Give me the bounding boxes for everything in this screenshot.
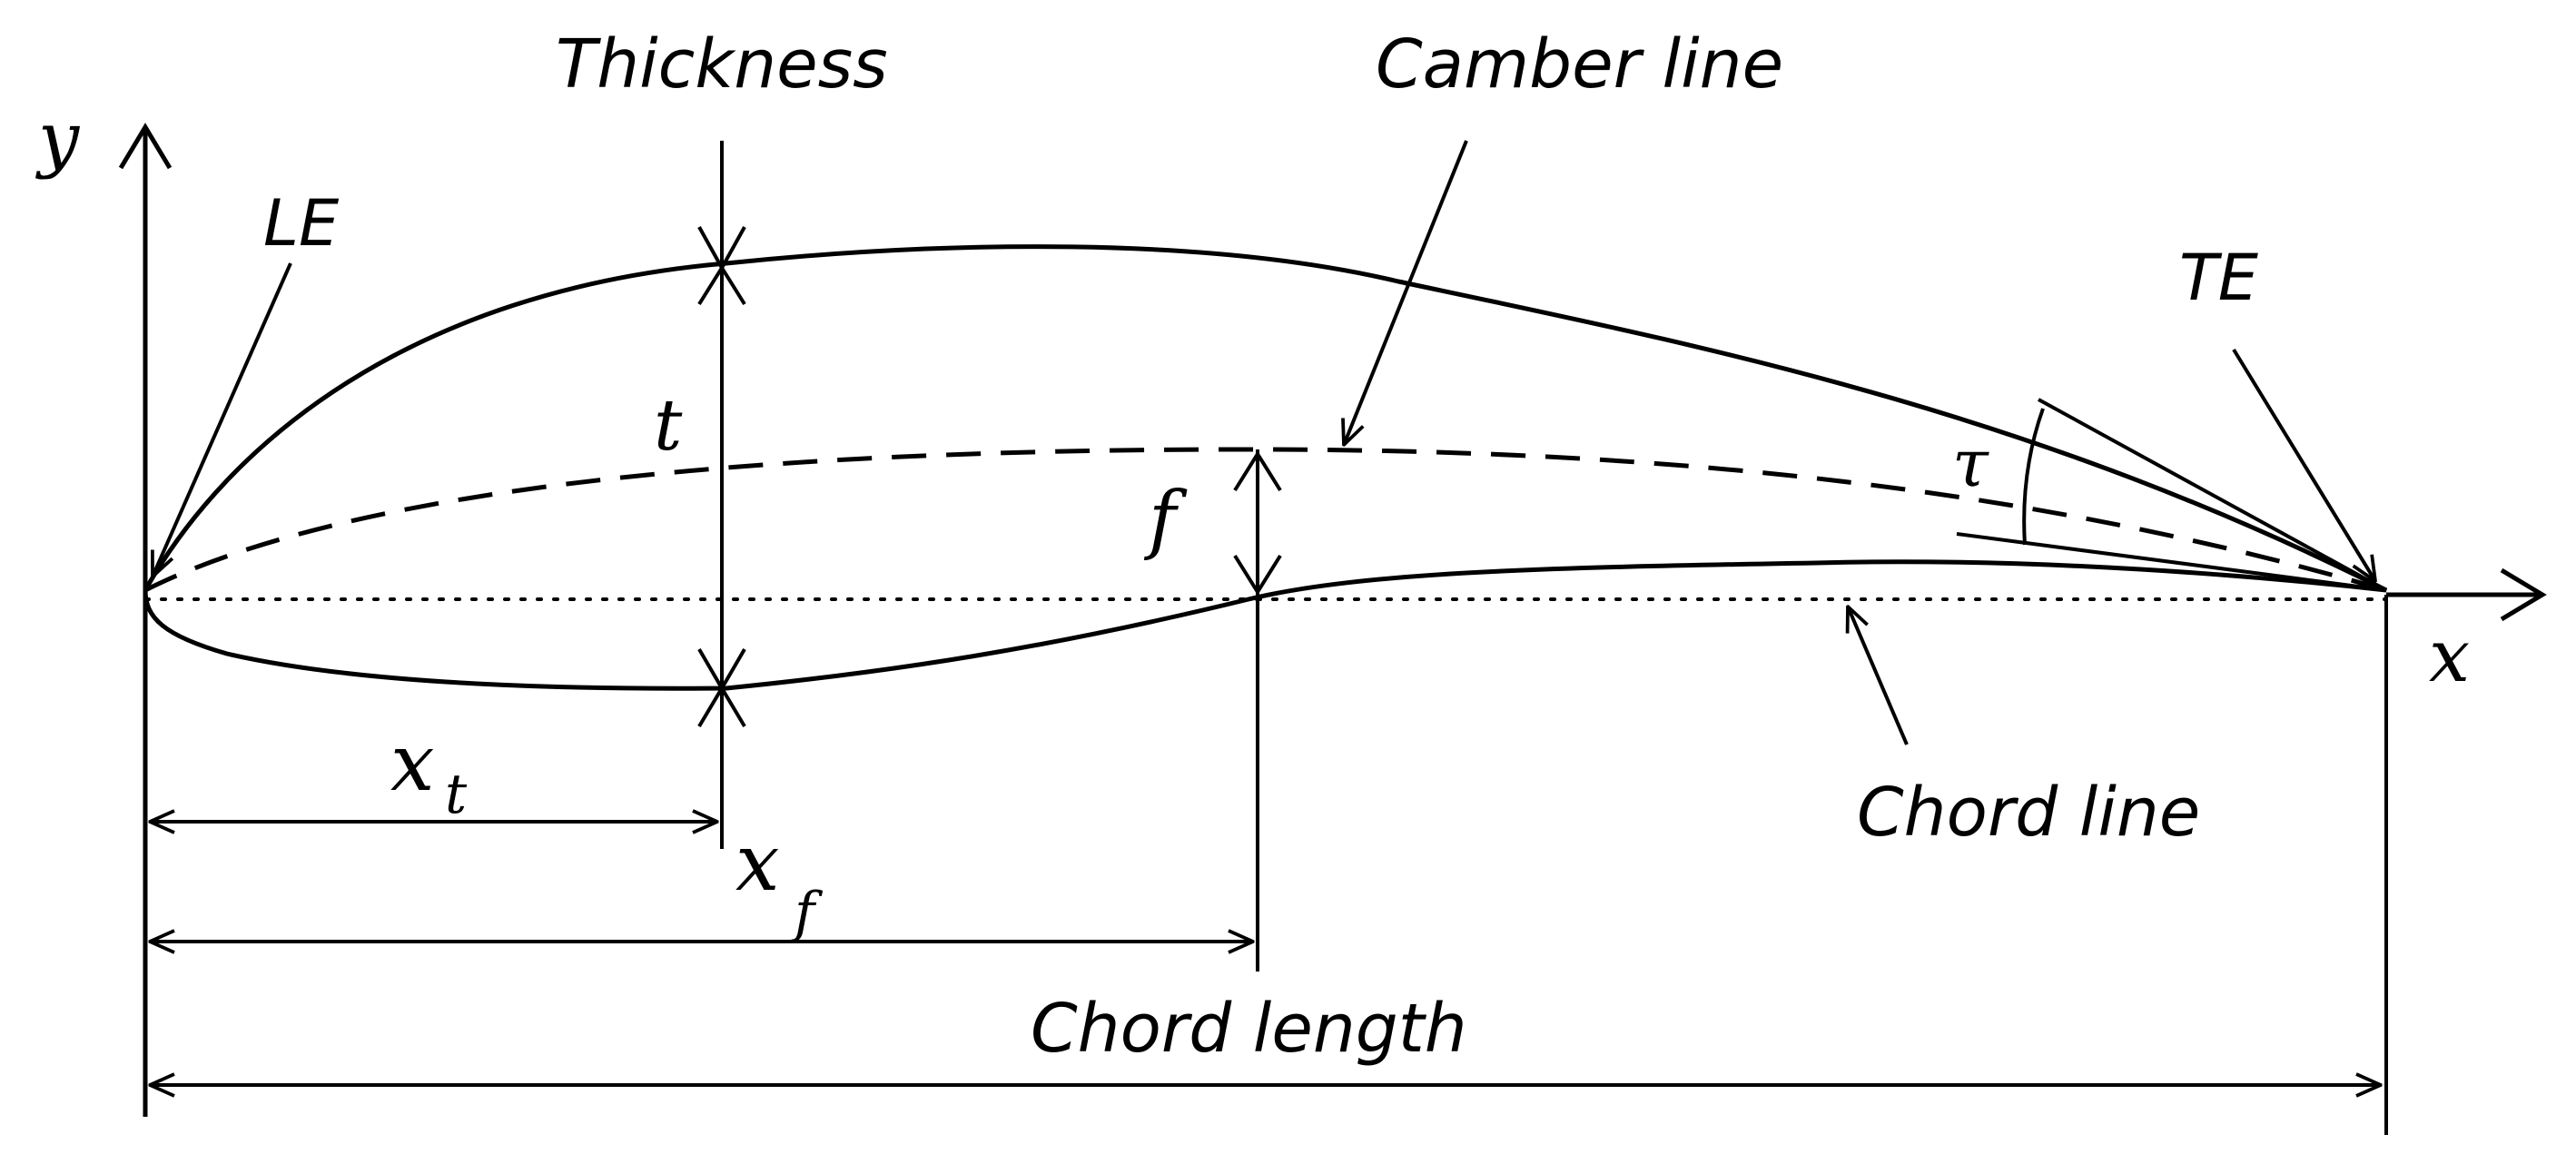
x-t-label: x t	[390, 718, 468, 826]
x-axis	[2386, 567, 2547, 622]
x-f-label-subscript: f	[791, 881, 824, 944]
le-leader-arrow	[153, 262, 292, 577]
x-f-label-base: x	[735, 818, 780, 909]
x-axis-label: x	[2429, 614, 2470, 698]
camber-line-label: Camber line	[1376, 25, 1783, 104]
te-leader-arrow	[2232, 348, 2375, 581]
chord-leader-arrow	[1848, 607, 1909, 745]
chord-line-label: Chord line	[1857, 774, 2200, 852]
chord-length-label: Chord length	[1031, 990, 1467, 1068]
thickness-label: Thickness	[556, 25, 888, 104]
y-axis-label: y	[35, 96, 81, 181]
x-t-label-subscript: t	[445, 763, 468, 826]
tau-label: τ	[1952, 425, 1989, 501]
f-label: f	[1143, 477, 1188, 563]
camber-height-dimension	[1233, 449, 1282, 972]
camber-leader-arrow	[1344, 140, 1468, 445]
y-axis	[118, 123, 173, 1117]
te-label: TE	[2179, 241, 2259, 315]
x-t-label-base: x	[390, 718, 435, 809]
airfoil-outline	[143, 244, 2388, 691]
camber-line-dashed	[143, 447, 2387, 593]
thickness-dimension	[697, 141, 746, 849]
te-upper-tangent	[2038, 398, 2387, 592]
le-label: LE	[263, 186, 340, 261]
t-label: t	[654, 385, 683, 467]
tau-angle-arc	[2022, 408, 2045, 546]
x-f-label: x f	[735, 818, 824, 944]
te-lower-tangent	[1956, 532, 2387, 592]
